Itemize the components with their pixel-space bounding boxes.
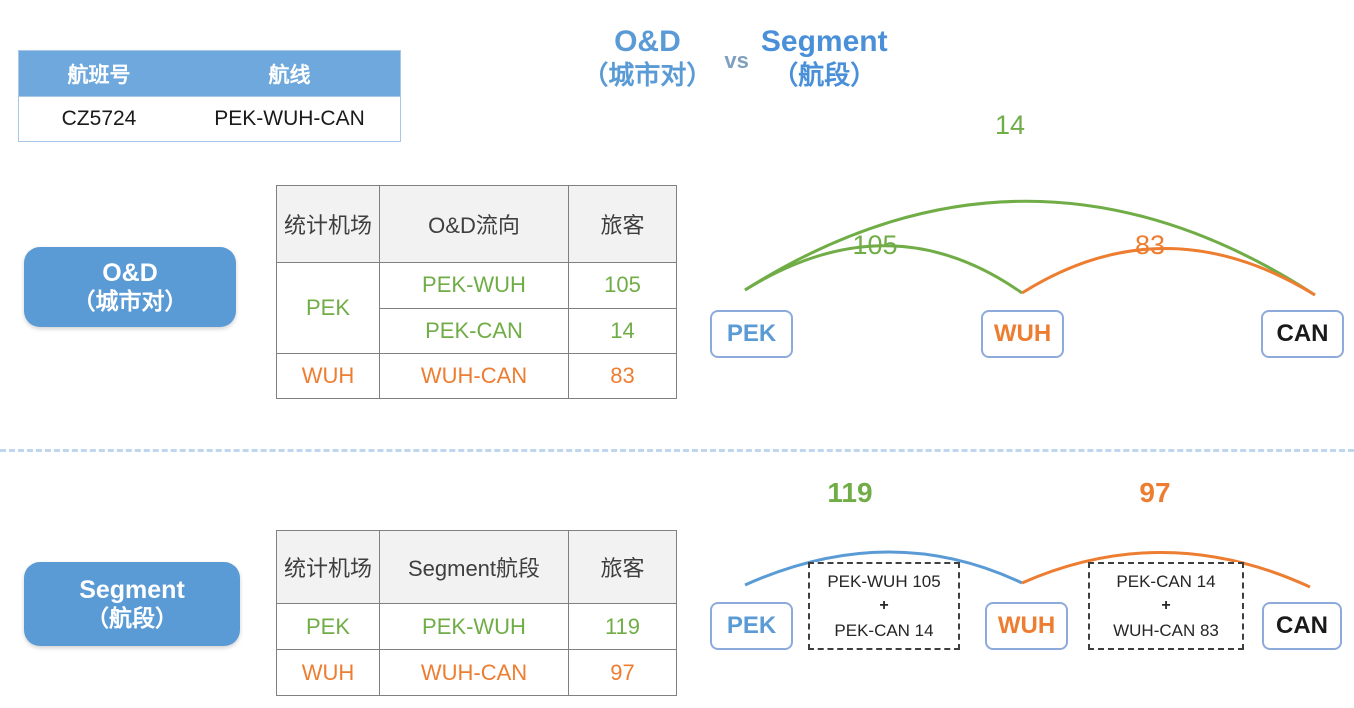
- od-cell-pax-wuh-can: 83: [568, 353, 677, 399]
- node-wuh-od[interactable]: WUH: [981, 310, 1064, 358]
- od-header-flow: O&D流向: [379, 185, 569, 263]
- arc-label-pek-can: 14: [994, 110, 1026, 140]
- segment-flow-diagram: 119 97 PEK-WUH 105 + PEK-CAN 14 PEK-CAN …: [700, 465, 1354, 665]
- od-data-table: 统计机场 O&D流向 旅客 PEK PEK-WUH 105 PEK-CAN 14…: [276, 185, 677, 399]
- section-badge-od: O&D （城市对）: [24, 247, 236, 327]
- flight-table-header-row: 航班号 航线: [19, 51, 400, 96]
- sum-box-pek-wuh-line2: PEK-CAN 14: [834, 621, 934, 640]
- node-can-od[interactable]: CAN: [1261, 310, 1344, 358]
- od-cell-airport-pek: PEK: [276, 262, 380, 354]
- flight-info-table: 航班号 航线 CZ5724 PEK-WUH-CAN: [18, 50, 401, 142]
- table-row: WUH WUH-CAN 83: [276, 353, 677, 399]
- sum-box-pek-wuh-plus: +: [879, 597, 889, 614]
- segment-cell-pax-pek-wuh: 119: [568, 603, 677, 650]
- segment-table-header-row: 统计机场 Segment航段 旅客: [276, 530, 677, 604]
- segment-cell-flow-wuh-can: WUH-CAN: [379, 649, 569, 696]
- table-row: WUH WUH-CAN 97: [276, 649, 677, 696]
- segment-cell-flow-pek-wuh: PEK-WUH: [379, 603, 569, 650]
- arc-label-pek-wuh: 105: [852, 230, 898, 260]
- od-cell-airport-wuh: WUH: [276, 353, 380, 399]
- title-segment-sub: （航段）: [772, 59, 877, 90]
- flight-table-row: CZ5724 PEK-WUH-CAN: [19, 96, 400, 141]
- segment-data-table: 统计机场 Segment航段 旅客 PEK PEK-WUH 119 WUH WU…: [276, 530, 677, 696]
- segment-header-airport: 统计机场: [276, 530, 380, 604]
- od-cell-flow-wuh-can: WUH-CAN: [379, 353, 569, 399]
- badge-od-sub: （城市对）: [72, 288, 188, 315]
- flight-table-header-flightno: 航班号: [67, 63, 131, 87]
- badge-od-main: O&D: [102, 259, 158, 288]
- segment-cell-airport-wuh: WUH: [276, 649, 380, 696]
- flight-table-header-route: 航线: [268, 63, 311, 87]
- page-title: O&D （城市对） vs Segment （航段）: [520, 10, 950, 105]
- od-table-header-row: 统计机场 O&D流向 旅客: [276, 185, 677, 263]
- segment-header-segment: Segment航段: [379, 530, 569, 604]
- segment-cell-airport-pek: PEK: [276, 603, 380, 650]
- badge-segment-sub: （航段）: [86, 605, 178, 632]
- arc-label-segment-pek-wuh: 119: [827, 477, 873, 508]
- title-segment-main: Segment: [760, 25, 888, 59]
- table-row: PEK PEK-WUH 105: [276, 262, 677, 354]
- arc-wuh-can-seg: [1021, 551, 1311, 589]
- sum-box-wuh-can-line1: PEK-CAN 14: [1116, 571, 1216, 591]
- flight-route-value: PEK-WUH-CAN: [214, 107, 365, 130]
- node-can-segment[interactable]: CAN: [1262, 602, 1342, 650]
- od-header-pax: 旅客: [568, 185, 677, 263]
- arc-label-wuh-can: 83: [1134, 230, 1166, 260]
- node-wuh-segment[interactable]: WUH: [985, 602, 1068, 650]
- od-flow-diagram: 14 105 83 PEK WUH CAN: [700, 105, 1354, 385]
- segment-arc-graphics: [744, 550, 1311, 589]
- arc-pek-wuh-seg: [744, 550, 1023, 587]
- segment-cell-pax-wuh-can: 97: [568, 649, 677, 696]
- arc-label-segment-wuh-can: 97: [1139, 477, 1171, 508]
- sum-box-wuh-can: PEK-CAN 14 + WUH-CAN 83: [1088, 562, 1244, 650]
- title-segment: Segment （航段）: [761, 24, 888, 90]
- sum-box-wuh-can-plus: +: [1161, 597, 1171, 614]
- node-pek-segment[interactable]: PEK: [710, 602, 793, 650]
- od-cell-flow-pek-can: PEK-CAN: [379, 307, 569, 354]
- table-row: PEK PEK-WUH 119: [276, 603, 677, 650]
- od-cell-pax-pek-can: 14: [568, 307, 677, 354]
- sum-box-wuh-can-line2: WUH-CAN 83: [1113, 621, 1219, 640]
- sum-box-pek-wuh-line1: PEK-WUH 105: [827, 571, 941, 591]
- flight-number-value: CZ5724: [61, 107, 137, 130]
- title-od-main: O&D: [614, 25, 681, 59]
- arc-pek-can: [744, 199, 1316, 297]
- arc-pek-wuh: [744, 244, 1023, 295]
- title-od-sub: （城市对）: [582, 59, 713, 90]
- section-badge-segment: Segment （航段）: [24, 562, 240, 646]
- od-arc-graphics: [744, 199, 1316, 297]
- od-cell-flow-pek-wuh: PEK-WUH: [379, 262, 569, 309]
- od-header-airport: 统计机场: [276, 185, 380, 263]
- od-cell-pax-pek-wuh: 105: [568, 262, 677, 309]
- table-row: PEK-CAN 14: [277, 307, 677, 354]
- sum-box-pek-wuh: PEK-WUH 105 + PEK-CAN 14: [808, 562, 960, 650]
- node-pek-od[interactable]: PEK: [710, 310, 793, 358]
- title-vs: vs: [724, 47, 749, 73]
- badge-segment-main: Segment: [79, 576, 185, 605]
- section-divider: [0, 449, 1354, 452]
- arc-wuh-can: [1021, 247, 1316, 297]
- title-od: O&D （城市对）: [582, 24, 712, 90]
- segment-header-pax: 旅客: [568, 530, 677, 604]
